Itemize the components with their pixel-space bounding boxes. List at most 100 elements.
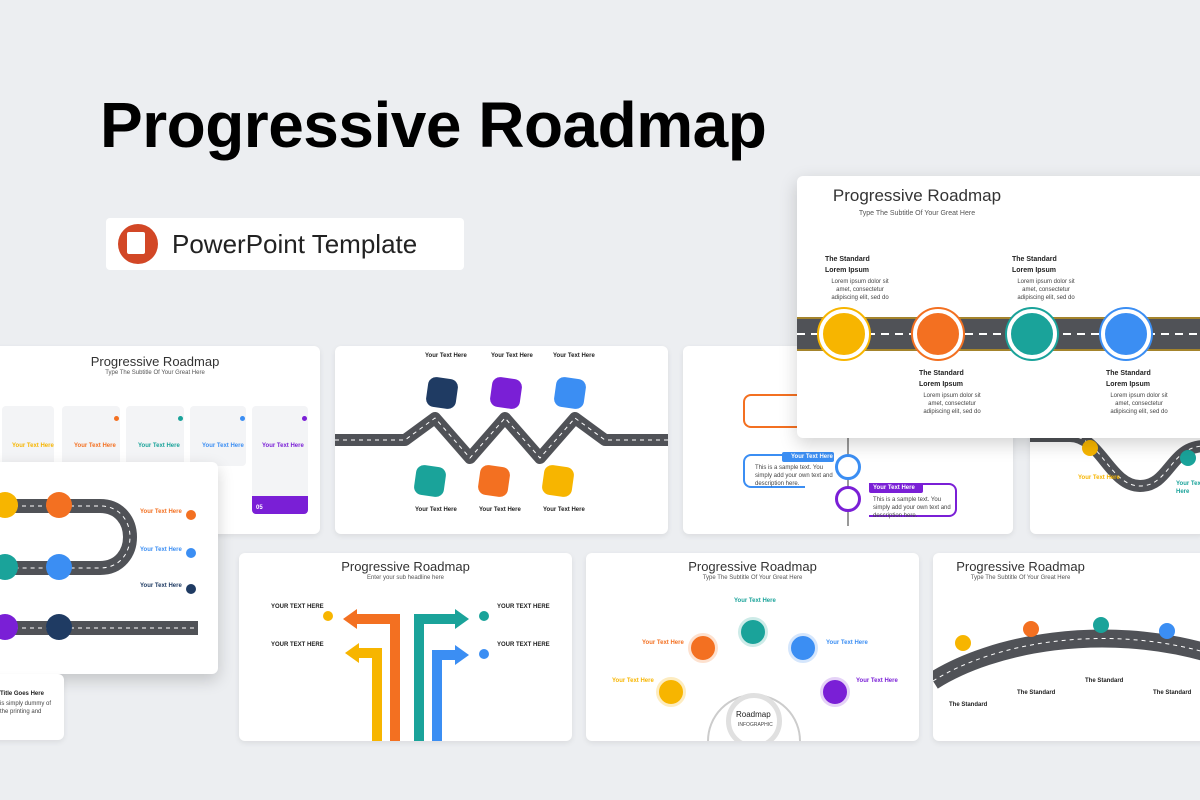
arrow-heading: YOUR TEXT HERE xyxy=(497,604,550,610)
step-subheading: Lorem Ipsum xyxy=(1012,267,1056,274)
center-label: Roadmap xyxy=(736,710,771,719)
step-heading: Your Text Here xyxy=(425,353,467,359)
chess-icon xyxy=(479,649,489,659)
sample-text: This is a sample text. You simply add yo… xyxy=(873,497,951,519)
coins-icon xyxy=(656,677,686,707)
step-circle xyxy=(46,492,72,518)
magnet-icon xyxy=(479,611,489,621)
cart-icon xyxy=(788,633,818,663)
step-subheading: Lorem Ipsum xyxy=(825,267,869,274)
card xyxy=(126,406,184,466)
step-body: Lorem ipsum dolor sit amet, consectetur … xyxy=(923,393,981,415)
map-pin-icon xyxy=(1159,623,1175,639)
map-pin-icon xyxy=(955,635,971,651)
number-dot xyxy=(186,510,196,520)
slide-thumbnail-7[interactable]: Progressive Roadmap Enter your sub headl… xyxy=(239,553,572,741)
s-road xyxy=(0,499,198,635)
dollar-icon xyxy=(1007,309,1057,359)
step-number: 05 xyxy=(256,505,263,511)
item-heading: Your Text Here xyxy=(826,640,868,646)
step-heading: The Standard xyxy=(1012,256,1057,263)
step-heading: The Standard xyxy=(825,256,870,263)
slide-subtitle: Enter your sub headline here xyxy=(366,575,445,581)
tag-label: Your Text Here xyxy=(873,485,915,491)
coin-icon xyxy=(541,464,575,498)
label-tag xyxy=(869,483,923,493)
step-body: Lorem ipsum dolor sit amet, consectetur … xyxy=(1017,279,1075,301)
item-heading: Your Text Here xyxy=(612,678,654,684)
step-heading: The Standard xyxy=(1017,690,1056,696)
step-heading: Your Text Here xyxy=(543,507,585,513)
step-subheading: Lorem Ipsum xyxy=(1106,381,1150,388)
sample-text: This is a sample text. You simply add yo… xyxy=(755,465,833,487)
rocket-icon xyxy=(819,309,869,359)
arched-road xyxy=(933,629,1200,689)
tag-label: Your Text Here xyxy=(791,454,833,460)
step-heading: Your Text Here xyxy=(491,353,533,359)
center-circle xyxy=(726,693,782,741)
step-heading: Your Text Here xyxy=(553,353,595,359)
card xyxy=(2,406,54,466)
item-heading: Your Text Here xyxy=(642,640,684,646)
label-tag xyxy=(782,452,834,462)
center-sublabel: INFOGRAPHIC xyxy=(738,722,773,728)
presentation-icon xyxy=(489,376,523,410)
accent-bar xyxy=(252,496,308,514)
slide-thumbnail-1[interactable]: Progressive Roadmap Type The Subtitle Of… xyxy=(0,346,320,534)
step-heading: The Standard xyxy=(1106,370,1151,377)
slide-title: Progressive Roadmap xyxy=(341,559,470,574)
number-dot xyxy=(186,548,196,558)
card-heading: Your Text Here xyxy=(262,443,304,449)
step-heading: Your Text Here xyxy=(140,583,182,589)
arrow-heading: YOUR TEXT HERE xyxy=(271,604,324,610)
arrows-diagram xyxy=(343,609,469,741)
badge-label: PowerPoint Template xyxy=(172,229,418,259)
powerpoint-badge: PowerPoint Template xyxy=(106,218,464,270)
slide-thumbnail-5[interactable]: Your Text Here Your Text Here Your Text … xyxy=(0,462,218,674)
presentation-icon xyxy=(1101,309,1151,359)
slide-title: Progressive Roadmap xyxy=(956,559,1085,574)
slide-subtitle: Type The Subtitle Of Your Great Here xyxy=(702,575,803,581)
chart-icon xyxy=(738,617,768,647)
slide-thumbnail-6[interactable]: Title Goes Here is simply dummy of the p… xyxy=(0,674,64,740)
step-circle xyxy=(46,614,72,640)
slide-subtitle: Type The Subtitle Of Your Great Here xyxy=(105,370,205,376)
card xyxy=(190,406,246,466)
item-heading: Your Text Here xyxy=(856,678,898,684)
step-heading: The Standard xyxy=(919,370,964,377)
powerpoint-icon xyxy=(118,224,158,264)
step-body: Lorem ipsum dolor sit amet, consectetur … xyxy=(1110,393,1168,415)
step-heading: Your Text Here xyxy=(140,547,182,553)
card-heading: Your Text Here xyxy=(202,443,244,449)
page-title: Progressive Roadmap xyxy=(100,89,767,161)
step-heading: Your Text Here xyxy=(415,507,457,513)
item-heading: Your Text Here xyxy=(734,598,776,604)
dot-icon xyxy=(240,416,245,421)
slide-thumbnail-2[interactable]: Your Text Here Your Text Here Your Text … xyxy=(335,346,668,534)
user-icon xyxy=(820,677,850,707)
step-circle xyxy=(46,554,72,580)
idea-icon xyxy=(688,633,718,663)
idea-icon xyxy=(913,309,963,359)
callout-bracket xyxy=(743,394,805,428)
slide-title: Progressive Roadmap xyxy=(832,186,1002,205)
pin-heading: Your Text Here xyxy=(1078,475,1120,481)
card-heading: Your Text Here xyxy=(138,443,180,449)
map-pin-icon xyxy=(1093,617,1109,633)
slide-body: is simply dummy of the printing and xyxy=(0,701,52,715)
rocket-icon xyxy=(425,376,459,410)
step-heading: The Standard xyxy=(1153,690,1192,696)
slide-thumbnail-8[interactable]: Progressive Roadmap Type The Subtitle Of… xyxy=(586,553,919,741)
timeline-node xyxy=(835,454,861,480)
hero-slide[interactable]: Progressive Roadmap Type The Subtitle Of… xyxy=(797,176,1200,438)
card xyxy=(62,406,120,466)
card-heading: Your Text Here xyxy=(12,443,54,449)
step-heading: Your Text Here xyxy=(140,509,182,515)
step-heading: The Standard xyxy=(949,702,988,708)
slide-thumbnail-9[interactable]: Progressive Roadmap Type The Subtitle Of… xyxy=(933,553,1200,741)
slide-title: Progressive Roadmap xyxy=(688,559,817,574)
dot-icon xyxy=(302,416,307,421)
slide-subtitle: Type The Subtitle Of Your Great Here xyxy=(858,210,976,217)
slide-heading: Title Goes Here xyxy=(0,691,44,697)
idea-icon xyxy=(477,464,511,498)
